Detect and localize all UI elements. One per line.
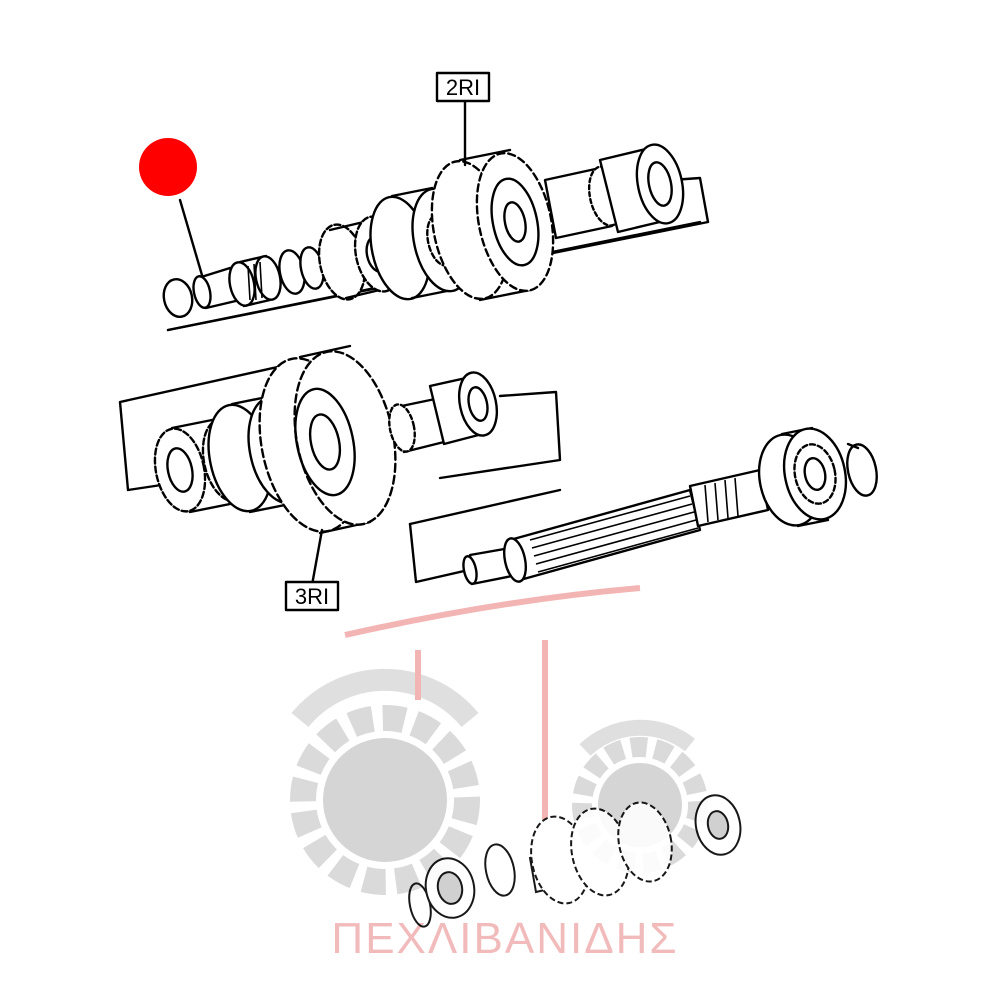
label-box-2ri: [435, 71, 491, 103]
shaft-bearing: [757, 426, 848, 528]
middle-gear-assembly: 3RI: [118, 344, 562, 612]
input-shaft-assembly: [408, 426, 878, 586]
watermark-gear-parts: [408, 794, 742, 928]
shaft-snap-ring: [846, 442, 878, 497]
middle-hub: [388, 396, 454, 454]
middle-bearing-cup: [428, 371, 499, 446]
gear-3ri: [258, 344, 397, 535]
bearing-cup: [598, 143, 685, 234]
label-box-3ri: [284, 580, 340, 612]
red-marker-dot: [139, 138, 197, 196]
label-3ri: 3RI: [295, 584, 329, 609]
watermark-cab-lines: [344, 585, 641, 820]
snap-ring-part: [162, 277, 194, 319]
splined-shaft: [462, 468, 770, 586]
label-2ri: 2RI: [446, 75, 480, 100]
marker-leader-line: [178, 198, 206, 284]
watermark-logo: ΠΕΧΛΙΒΑΝΙΔΗΣ: [290, 585, 708, 963]
watermark-big-wheel: [290, 668, 480, 895]
gear-2ri: [430, 148, 555, 302]
watermark-text: ΠΕΧΛΙΒΑΝΙΔΗΣ: [331, 914, 678, 963]
upper-gear-assembly: 2RI: [162, 71, 710, 332]
thrust-washers-part: [278, 246, 325, 295]
